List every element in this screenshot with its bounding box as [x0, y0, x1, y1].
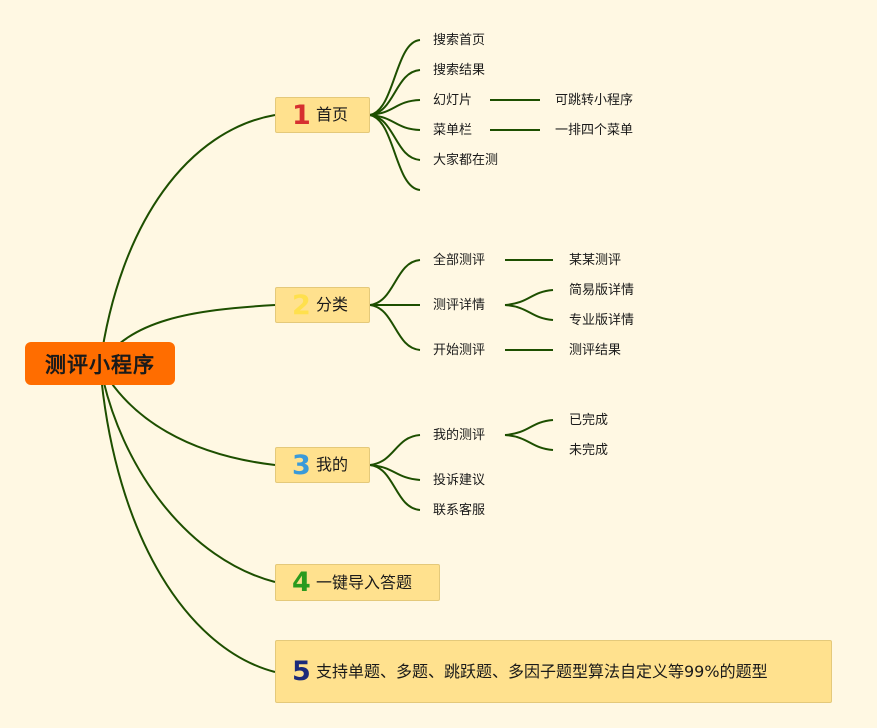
connector-root-b5 [99, 364, 276, 673]
leaf-everyone-testing[interactable]: 大家都在测 [433, 153, 499, 168]
connector-b2-c3 [369, 304, 421, 351]
leaf-search-home[interactable]: 搜索首页 [433, 33, 486, 48]
leaf-four-menus[interactable]: 一排四个菜单 [555, 123, 634, 138]
branch-home[interactable]: 1 首页 [275, 97, 370, 133]
connector-b1-c2 [369, 69, 421, 116]
branch-number: 3 [292, 449, 311, 481]
connector-root-b1 [99, 114, 276, 366]
leaf-jump-miniprogram[interactable]: 可跳转小程序 [555, 93, 634, 108]
leaf-search-results[interactable]: 搜索结果 [433, 63, 486, 78]
branch-number: 5 [292, 656, 311, 687]
branch-label: 首页 [316, 105, 349, 125]
leaf-completed[interactable]: 已完成 [569, 413, 609, 428]
connector-b1-c3 [369, 99, 421, 116]
connector-root-b4 [99, 364, 276, 583]
branch-category[interactable]: 2 分类 [275, 287, 370, 323]
leaf-pro-detail[interactable]: 专业版详情 [569, 313, 635, 328]
leaf-complaints[interactable]: 投诉建议 [433, 473, 486, 488]
connector-b2-simple [504, 289, 554, 306]
connector-b2-c1 [369, 259, 421, 306]
connector-b3-c3 [369, 464, 421, 511]
leaf-my-tests[interactable]: 我的测评 [433, 428, 486, 443]
connector-b3-undone [504, 434, 554, 451]
branch-number: 2 [292, 289, 311, 321]
leaf-some-test[interactable]: 某某测评 [569, 253, 622, 268]
connector-b3-c1 [369, 434, 421, 466]
leaf-slides[interactable]: 幻灯片 [433, 93, 473, 108]
branch-mine[interactable]: 3 我的 [275, 447, 370, 483]
leaf-all-tests[interactable]: 全部测评 [433, 253, 486, 268]
connector-b1-c6 [369, 114, 421, 191]
connector-b1-c5 [369, 114, 421, 161]
branch-label: 一键导入答题 [316, 572, 413, 592]
branch-label: 我的 [316, 455, 349, 475]
leaf-simple-detail[interactable]: 简易版详情 [569, 283, 635, 298]
leaf-test-result[interactable]: 测评结果 [569, 343, 622, 358]
branch-label: 支持单题、多题、跳跃题、多因子题型算法自定义等99%的题型 [316, 661, 768, 681]
branch-question-types[interactable]: 5 支持单题、多题、跳跃题、多因子题型算法自定义等99%的题型 [275, 640, 832, 703]
leaf-start-test[interactable]: 开始测评 [433, 343, 486, 358]
root-label: 测评小程序 [45, 352, 155, 377]
connector-b2-pro [504, 304, 554, 321]
leaf-not-completed[interactable]: 未完成 [569, 443, 609, 458]
leaf-contact-service[interactable]: 联系客服 [433, 503, 486, 518]
branch-number: 1 [292, 99, 311, 131]
connector-b1-c1 [369, 39, 421, 116]
leaf-test-detail[interactable]: 测评详情 [433, 298, 486, 313]
connector-b3-done [504, 419, 554, 436]
branch-number: 4 [292, 567, 311, 598]
root-node[interactable]: 测评小程序 [25, 342, 175, 385]
leaf-menu-bar[interactable]: 菜单栏 [433, 123, 473, 138]
branch-one-click-import[interactable]: 4 一键导入答题 [275, 564, 440, 601]
branch-label: 分类 [316, 295, 349, 315]
